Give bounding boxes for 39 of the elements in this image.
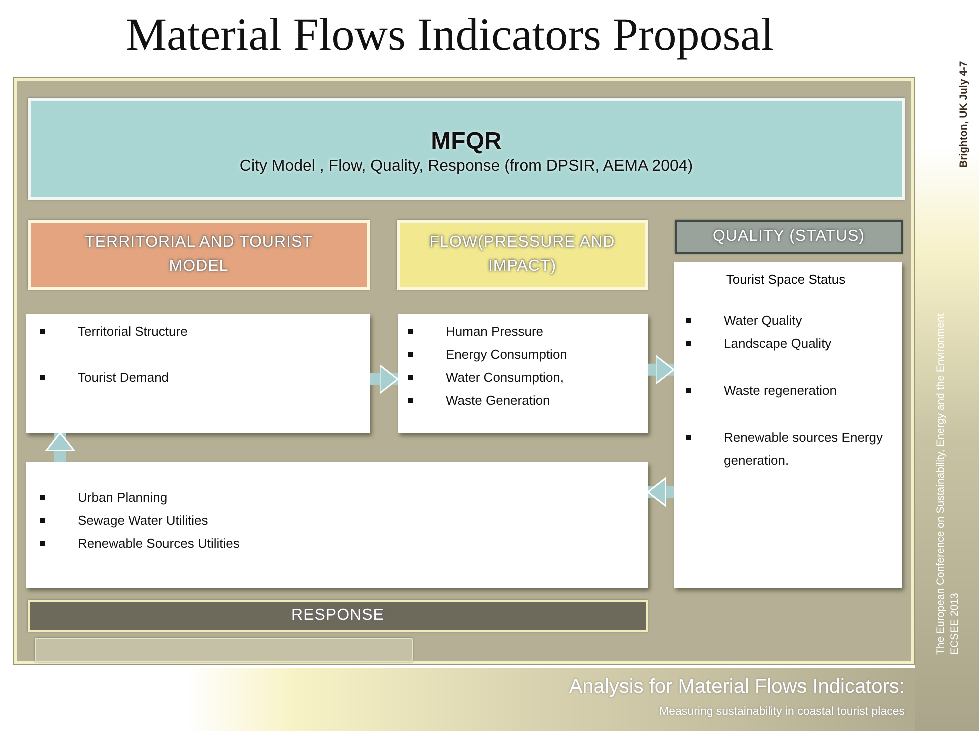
list-item: Landscape Quality: [724, 336, 832, 351]
header-text: RESPONSE: [292, 606, 384, 626]
header-text: TERRITORIAL AND TOURIST MODEL: [84, 233, 314, 277]
list-item: Energy Consumption: [446, 347, 568, 362]
header-text: FLOW(PRESSURE AND IMPACT): [428, 233, 616, 277]
footer-subtitle: Measuring sustainability in coastal tourist places: [658, 706, 905, 718]
header-box: [675, 220, 903, 254]
conference-text: The European Conference on Sustainability, Energy and the Environment ECSEE 2013: [934, 312, 962, 655]
header-text: QUALITY (STATUS): [712, 227, 865, 247]
block-arrow: [648, 355, 675, 385]
subtitle: City Model , Flow, Quality, Response (from DPSIR, AEMA 2004): [240, 158, 694, 176]
block-arrow: [647, 478, 674, 507]
header-box: [397, 220, 648, 290]
list-item: Waste regeneration: [724, 383, 837, 398]
box-heading: Tourist Space Status: [725, 272, 847, 287]
header-box: [28, 600, 648, 632]
list-item: Human Pressure: [446, 324, 544, 339]
list-item: Waste Generation: [446, 393, 550, 408]
header-box: [28, 220, 370, 290]
list-item: Territorial Structure: [78, 324, 188, 339]
title: Material Flows Indicators Proposal: [125, 8, 775, 61]
footer-title: Analysis for Material Flows Indicators:: [568, 676, 905, 699]
list-item: Renewable Sources Utilities: [78, 536, 240, 551]
list-item: Water Consumption,: [446, 370, 564, 385]
content-box: [26, 462, 648, 588]
list-item: Water Quality: [724, 313, 802, 328]
block-arrow: [370, 364, 399, 394]
heading: MFQR: [431, 128, 502, 156]
list-item: Tourist Demand: [78, 370, 170, 385]
list-item: Renewable sources Energy generation.: [724, 430, 883, 468]
list-item: Urban Planning: [78, 490, 168, 505]
title-box: [28, 98, 905, 200]
bar: [35, 638, 413, 662]
list-item: Sewage Water Utilities: [78, 513, 208, 528]
venue-date-text: Brighton, UK July 4-7: [958, 61, 970, 168]
block-arrow: [46, 432, 76, 462]
content-box: [398, 314, 648, 433]
content-box: [674, 262, 902, 588]
content-box: [26, 314, 370, 433]
